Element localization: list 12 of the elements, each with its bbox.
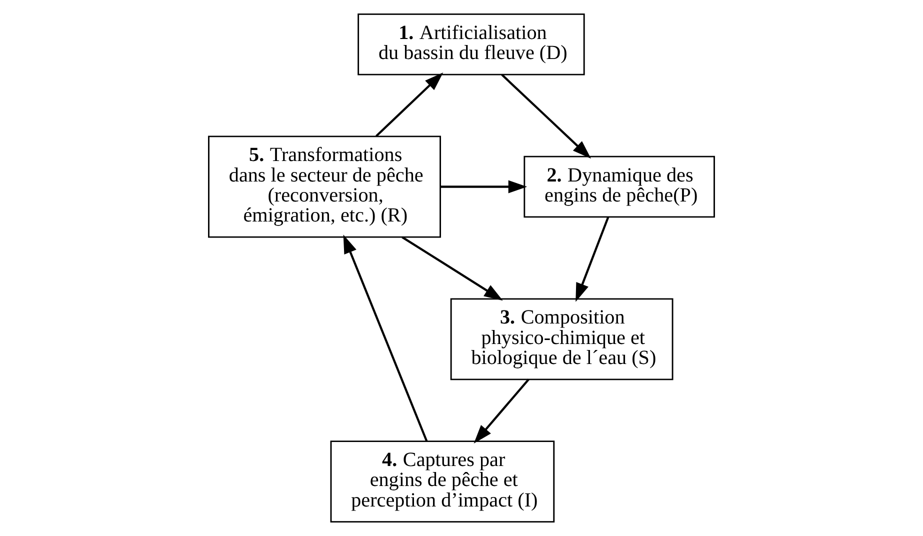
node-box: 1. Artificialisation du bassin du fleuve (D)	[358, 13, 585, 76]
arrow	[501, 74, 592, 159]
node-box: 3. Composition physico-chimique et biologique de l´eau (S)	[450, 298, 674, 380]
node-box: 2. Dynamique des engins de pêche(P)	[524, 156, 715, 218]
arrow	[343, 234, 428, 442]
arrow	[376, 72, 444, 137]
arrow	[474, 378, 530, 444]
node-box: 4. Captures par engins de pêche et perception d’impact (I)	[330, 440, 555, 523]
node-box: 5. Transformations dans le secteur de pêche (reconversion, émigration, etc.) (R)	[208, 136, 442, 238]
arrow	[402, 236, 503, 301]
arrow	[576, 216, 610, 302]
arrow	[440, 180, 528, 194]
